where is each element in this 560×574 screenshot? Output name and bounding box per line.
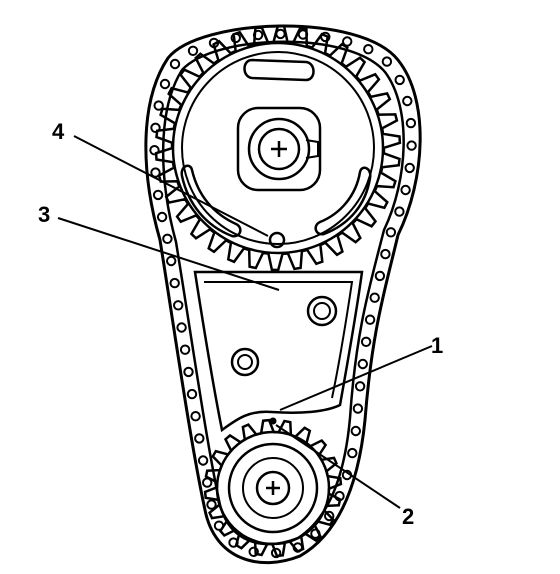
- guide-plate-bolt-hole-upper-inner: [313, 302, 331, 320]
- crankshaft-hub-bolt: [255, 470, 291, 506]
- callout-leader-1: [279, 345, 433, 411]
- chain-link-pin: [400, 184, 411, 196]
- crankshaft-sprocket-body: [215, 430, 331, 546]
- chain-link-pin: [404, 162, 415, 174]
- chain-link-pin: [394, 74, 405, 86]
- camshaft-hub-bolt: [257, 127, 301, 171]
- callout-leader-3: [57, 217, 280, 291]
- chain-link-pin: [369, 292, 380, 303]
- guide-plate-bolt-hole-lower-inner: [237, 354, 253, 370]
- chain-link-pin: [194, 433, 205, 444]
- camshaft-dowel-slot: [305, 139, 319, 159]
- camshaft-timing-mark-dot: [268, 231, 286, 249]
- camshaft-sprocket-slot-top: [243, 58, 315, 82]
- chain-link-pin: [405, 117, 417, 129]
- chain-link-pin: [159, 78, 171, 90]
- chain-link-pin: [406, 140, 417, 151]
- chain-link-pin: [183, 366, 194, 378]
- camshaft-sprocket: [154, 24, 402, 272]
- chain-link-pin: [385, 227, 397, 238]
- timing-chain: [144, 24, 422, 565]
- camshaft-sprocket-slot-left: [180, 164, 242, 238]
- chain-link-pin: [363, 44, 374, 55]
- chain-link-pin: [381, 56, 393, 67]
- guide-plate-outline: [193, 270, 364, 433]
- camshaft-sprocket-rim: [171, 41, 385, 255]
- camshaft-sprocket-face: [181, 51, 375, 245]
- timing-chain-outer-edge: [144, 24, 422, 565]
- callout-leaders: [57, 135, 433, 509]
- chain-link-pin: [402, 95, 413, 107]
- chain-link-pin: [354, 381, 366, 392]
- callout-label-2: 2: [402, 504, 414, 529]
- guide-plate-bolt-hole-upper: [306, 295, 338, 327]
- crankshaft-hub-ring: [242, 457, 304, 519]
- chain-link-pin: [350, 425, 361, 437]
- chain-link-pin: [187, 45, 199, 56]
- callout-label-4: 4: [52, 119, 65, 144]
- chain-link-pin: [206, 499, 217, 510]
- chain-link-pin: [364, 314, 376, 325]
- chain-link-pin: [374, 270, 386, 282]
- chain-link-pin: [394, 206, 405, 217]
- callout-label-1: 1: [431, 333, 443, 358]
- callout-label-3: 3: [38, 202, 50, 227]
- chain-link-pin: [162, 233, 173, 245]
- crankshaft-hub-outer: [227, 442, 319, 534]
- chain-link-pin: [186, 388, 198, 400]
- guide-plate-inner-line: [204, 281, 354, 399]
- camshaft-hub-cross-mark: [271, 141, 287, 157]
- crankshaft-hub-cross-mark: [266, 481, 280, 495]
- chain-link-pin: [166, 255, 177, 267]
- crankshaft-sprocket: [203, 417, 343, 558]
- chain-link-pin: [380, 248, 391, 260]
- guide-plate-bolt-hole-lower: [230, 347, 260, 377]
- chain-links: [149, 28, 417, 559]
- chain-link-pin: [176, 322, 187, 333]
- chain-link-pin: [156, 211, 168, 223]
- chain-link-pin: [190, 411, 201, 422]
- chain-link-pin: [197, 455, 209, 466]
- chain-link-pin: [352, 403, 364, 414]
- camshaft-hub-ring: [247, 117, 311, 181]
- chain-link-pin: [360, 336, 372, 347]
- chain-link-pin: [169, 58, 181, 70]
- chain-link-pin: [150, 167, 161, 178]
- callout-leader-4: [73, 135, 269, 237]
- timing-chain-inner-edge: [161, 40, 405, 546]
- chain-link-pin: [173, 300, 184, 311]
- chain-guide-plate: [193, 270, 364, 433]
- camshaft-sprocket-slot-right: [314, 166, 372, 236]
- chain-link-pin: [347, 447, 358, 459]
- crankshaft-timing-mark-dot: [269, 417, 277, 425]
- callout-leader-2: [275, 424, 401, 509]
- camshaft-hub-outer: [236, 106, 322, 192]
- chain-link-pin: [179, 344, 191, 355]
- chain-link-pin: [152, 189, 164, 201]
- callout-labels: 1 2 3 4: [38, 119, 443, 529]
- chain-link-pin: [169, 277, 180, 289]
- chain-link-pin: [153, 100, 164, 111]
- chain-link-pin: [357, 358, 368, 370]
- chain-link-pin: [342, 36, 353, 47]
